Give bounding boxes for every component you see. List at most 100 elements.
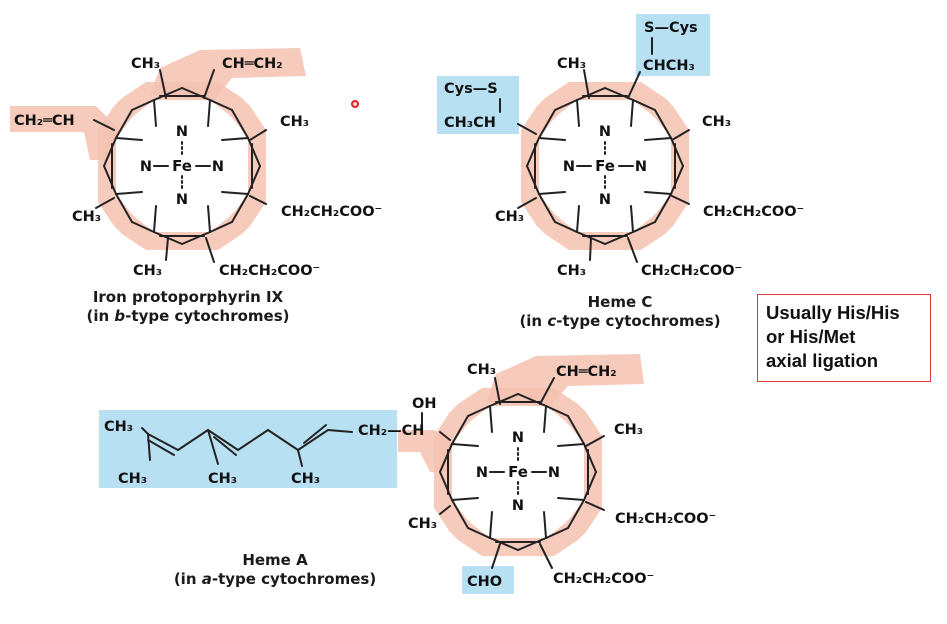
hydroxyl-label: OH (412, 396, 436, 412)
pyrrole-right-bond (247, 137, 261, 167)
heme-c-n-left-label: N (563, 159, 575, 175)
pyrrole-right-bond (557, 497, 585, 501)
thioether-left-highlight (437, 76, 519, 134)
tail-ch3-3-label: CH₃ (208, 471, 237, 487)
substituent-bond (517, 123, 537, 135)
pyrrole-right-bond (644, 191, 672, 195)
ch2ch-label: CH₂—CH (358, 423, 424, 439)
substituent-bond (203, 69, 215, 99)
pyrrole-left-bond (538, 137, 566, 141)
meso-bridge-bond (115, 193, 133, 223)
ch3-bottom-label: CH₃ (133, 263, 162, 279)
macrocycle-interior (116, 100, 248, 232)
ch3-left-label: CH₃ (72, 209, 101, 225)
pyrrole-right-bond (644, 137, 672, 141)
meso-bridge-bond (654, 109, 672, 139)
heme-b-n-top-label: N (176, 124, 188, 140)
substituent-bond (159, 69, 167, 99)
pyrrole-top-bond (517, 393, 547, 407)
pyrrole-left-bond (439, 443, 453, 473)
meso-bridge-bond (654, 193, 672, 223)
meso-bridge-bond (451, 415, 469, 445)
chch3-top-label: CHCH₃ (643, 58, 695, 74)
pyrrole-right-bond (221, 191, 249, 195)
pyrrole-bottom-bond (153, 205, 157, 233)
substituent-bond (494, 377, 501, 405)
substituent-bond (249, 195, 267, 205)
heme-a-caption: Heme A (in a-type cytochromes) (160, 551, 390, 589)
heme-a-n-top-label: N (512, 430, 524, 446)
ch3-top-label: CH₃ (557, 56, 586, 72)
pyrrole-bottom-bond (576, 205, 580, 233)
substituent-bond (439, 431, 451, 441)
meso-bridge-bond (131, 221, 155, 233)
pyrrole-left-bond (526, 165, 540, 195)
meso-bridge-bond (545, 527, 569, 539)
farnesyl-bond (267, 429, 299, 451)
pyrrole-right-bond (670, 137, 684, 167)
substituent-bond (95, 197, 115, 209)
heme-b-n-left-label: N (140, 159, 152, 175)
vinyl-top-label: CH═CH₂ (222, 56, 283, 72)
substituent-bond (585, 501, 605, 511)
meso-bridge-bond (209, 221, 233, 233)
pyrrole-right-bond (221, 137, 249, 141)
meso-bridge-bond (554, 221, 578, 233)
ch3-right-label: CH₃ (614, 422, 643, 438)
farnesyl-bond (237, 429, 269, 451)
substituent-bond (93, 119, 115, 131)
heme-c-caption: Heme C (in c-type cytochromes) (500, 293, 740, 331)
substituent-bond (671, 129, 690, 141)
heme-a-caption-subtitle: (in a-type cytochromes) (173, 570, 377, 588)
pyrrole-bottom-bond (517, 537, 547, 551)
vinyl-top-label: CH═CH₂ (556, 364, 617, 380)
pyrrole-top-bond (489, 393, 519, 407)
meso-bridge-bond (231, 109, 249, 139)
pyrrole-left-bond (103, 165, 117, 195)
pyrrole-top-bond (576, 87, 606, 101)
scys-top-label: S—Cys (644, 20, 698, 36)
meso-bridge-bond (209, 99, 233, 111)
heme-b-n-bottom-label: N (176, 192, 188, 208)
meso-bridge-bond (467, 527, 491, 539)
farnesyl-bond (327, 429, 353, 433)
substituent-bond (539, 377, 555, 405)
ch3-top-label: CH₃ (467, 362, 496, 378)
heme-b-iron-label: Fe (172, 157, 192, 175)
formyl-highlight (462, 566, 514, 594)
pyrrole-right-bond (583, 443, 597, 473)
pyrrole-top-bond (207, 99, 211, 127)
vinyl-left-label: CH₂═CH (14, 113, 75, 129)
substituent-bond (249, 129, 267, 141)
ch3ch-left-label: CH₃CH (444, 115, 496, 131)
heme-b-caption-title: Iron protoporphyrin IX (92, 288, 284, 306)
heme-b-caption: Iron protoporphyrin IX (in b-type cytoch… (58, 288, 318, 326)
meso-bridge-bond (538, 193, 556, 223)
pyrrole-bottom-bond (489, 511, 493, 539)
meso-bridge-bond (567, 415, 585, 445)
heme-c-n-bottom-label: N (599, 192, 611, 208)
note-line-2: or His/Met (766, 326, 856, 347)
ch3-top-label: CH₃ (131, 56, 160, 72)
macrocycle-interior (539, 100, 671, 232)
farnesyl-bond (141, 427, 149, 435)
meso-bridge-bond (467, 405, 491, 417)
meso-bridge-bond (545, 405, 569, 417)
heme-b-caption-subtitle: (in b-type cytochromes) (86, 307, 290, 325)
thioether-top-highlight (636, 14, 710, 76)
tail-ch3-4-label: CH₃ (291, 471, 320, 487)
farnesyl-branch (147, 433, 151, 461)
heme-c-n-right-label: N (635, 159, 647, 175)
substituent-bond (539, 543, 553, 569)
ch3-right-label: CH₃ (280, 114, 309, 130)
cursor-pointer-dot (351, 100, 359, 108)
pyrrole-top-bond (153, 87, 183, 101)
pyrrole-bottom-bond (604, 231, 634, 245)
propionate-right-label: CH₂CH₂COO⁻ (615, 511, 716, 527)
meso-bridge-bond (538, 109, 556, 139)
heme-a-iron-label: Fe (508, 463, 528, 481)
pyrrole-left-bond (526, 137, 540, 167)
pyrrole-right-bond (670, 165, 684, 195)
macrocycle-interior (452, 406, 584, 538)
